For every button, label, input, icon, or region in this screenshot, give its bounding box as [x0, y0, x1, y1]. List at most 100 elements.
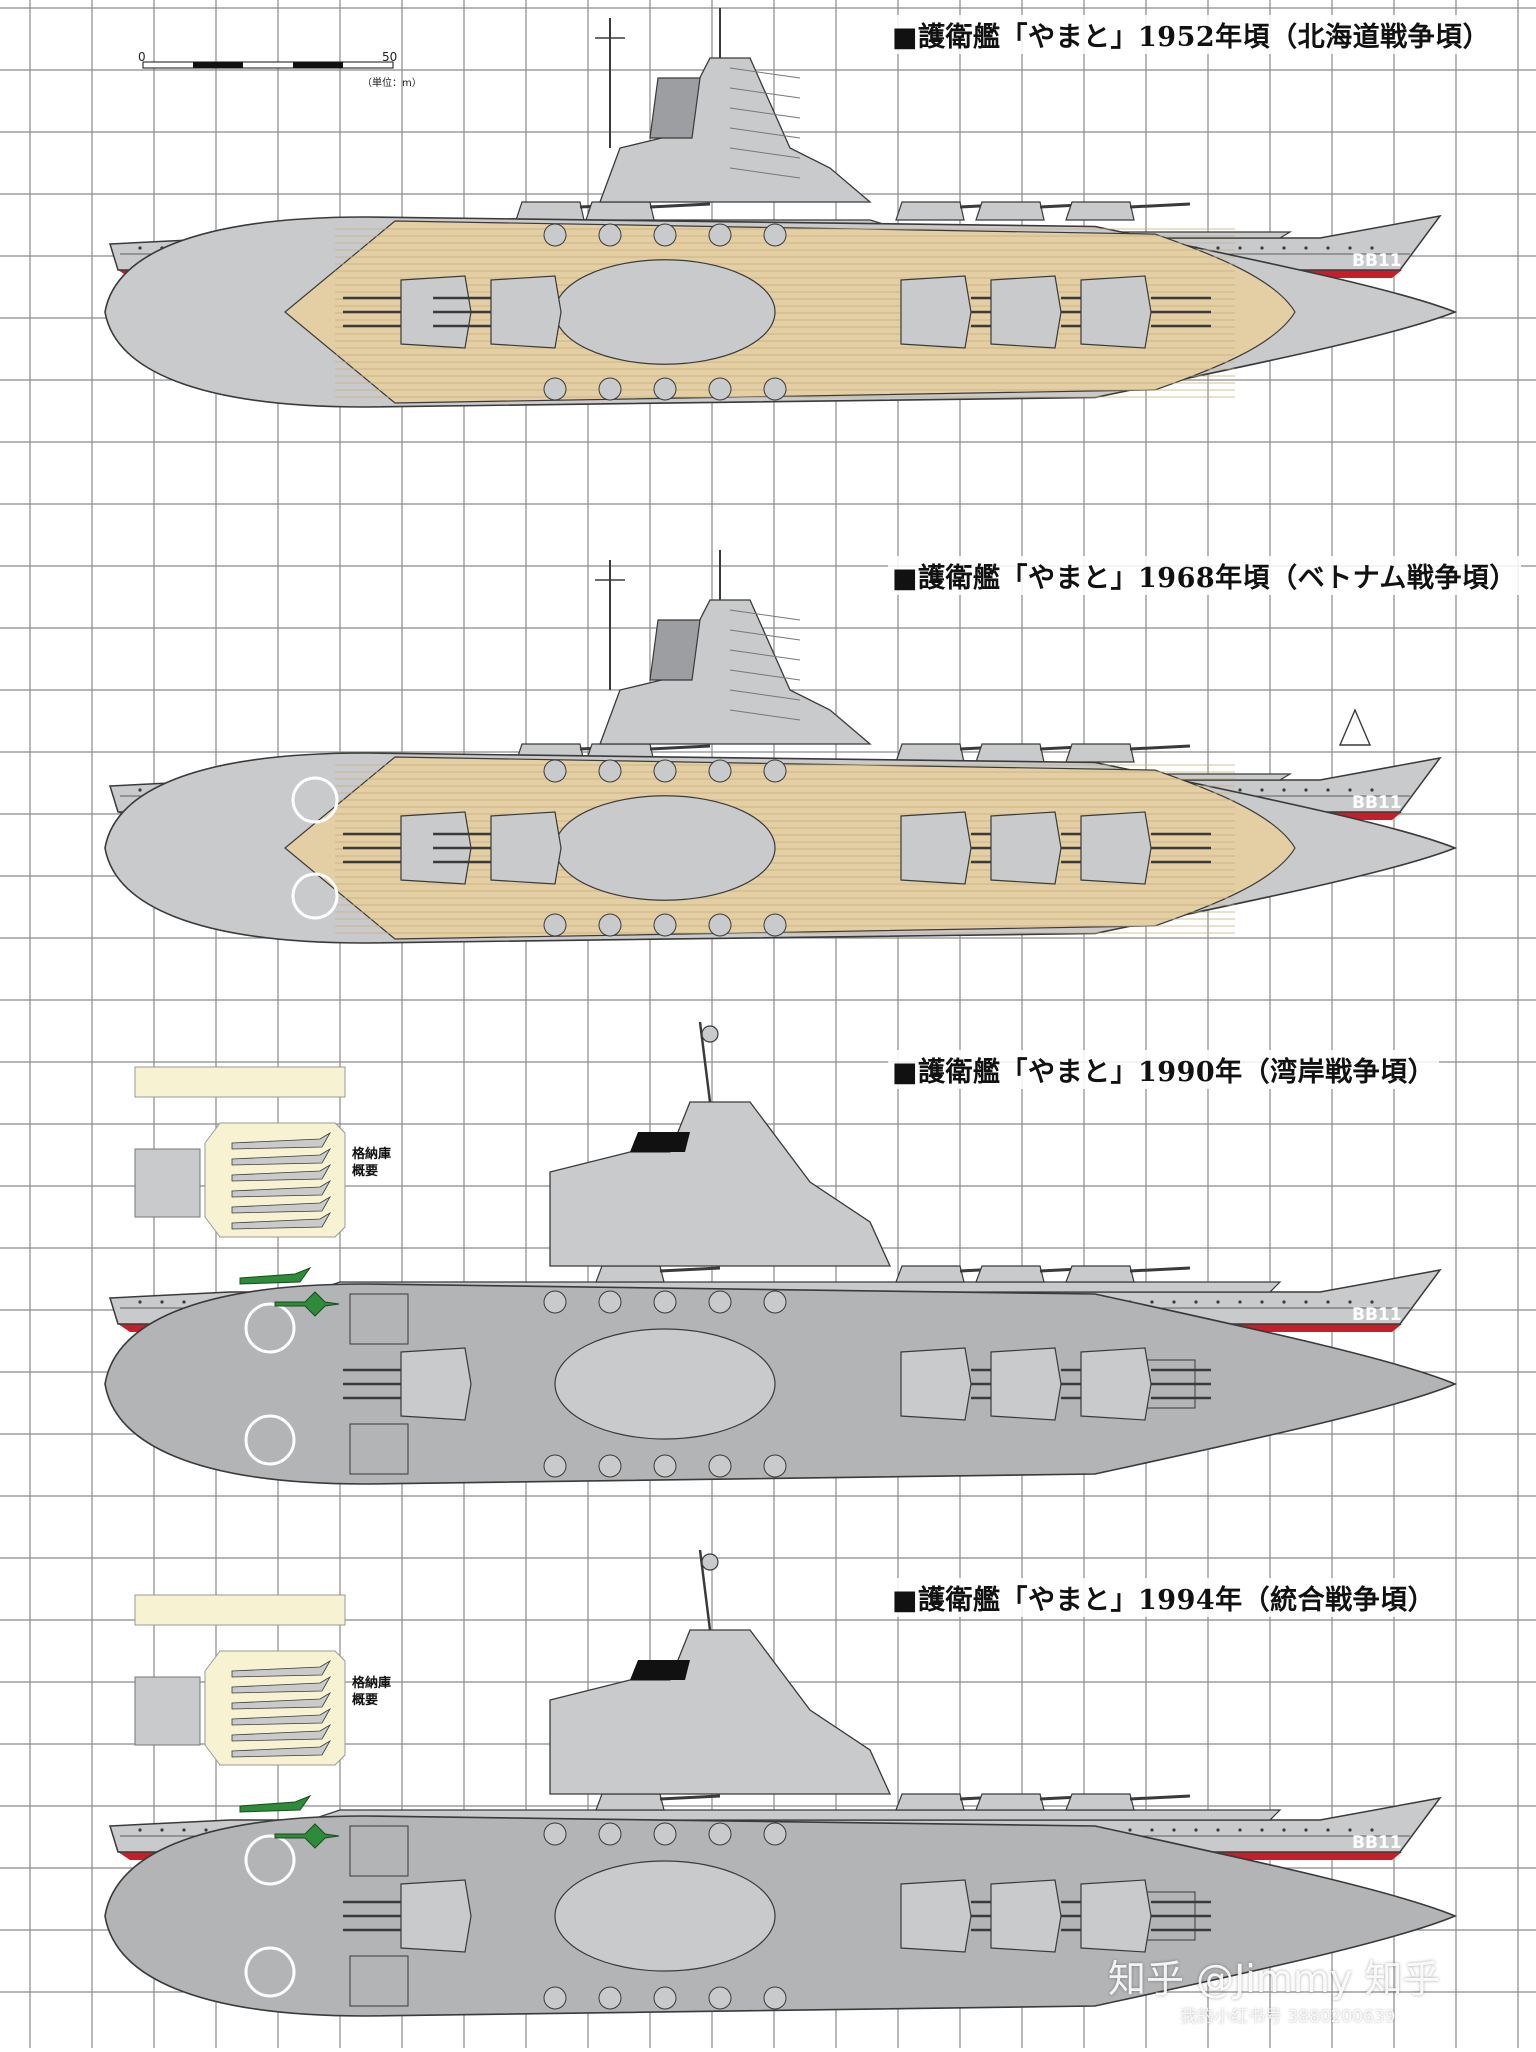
porthole [1282, 1828, 1286, 1832]
main-turret [1080, 811, 1152, 885]
antenna-frame [1338, 708, 1372, 746]
aircraft-top [274, 1823, 340, 1849]
porthole [1260, 246, 1264, 250]
turret-5 [1065, 201, 1135, 221]
secondary-mount [653, 759, 677, 783]
plan-view-1952 [104, 216, 1458, 408]
tower-detail [729, 629, 801, 641]
turret-1 [515, 201, 585, 221]
turret-4 [975, 1793, 1045, 1811]
porthole [1304, 246, 1308, 250]
stowed-aircraft [231, 1739, 332, 1758]
superstructure-top [554, 1328, 776, 1440]
radar-dome [701, 1025, 719, 1043]
porthole [1370, 788, 1374, 792]
stowed-aircraft [231, 1211, 332, 1230]
porthole [1348, 1828, 1352, 1832]
porthole [1172, 1828, 1176, 1832]
stowed-aircraft [231, 1659, 332, 1678]
porthole [1348, 246, 1352, 250]
secondary-mount [598, 1454, 622, 1478]
scale-unit: （単位：m） [362, 78, 422, 89]
hangar-lift [134, 1676, 201, 1746]
stowed-aircraft [231, 1707, 332, 1726]
porthole [1216, 1828, 1220, 1832]
porthole [1282, 788, 1286, 792]
aircraft-body [274, 1291, 340, 1317]
porthole [1172, 1300, 1176, 1304]
aircraft-body [239, 1794, 312, 1813]
gun-barrel [659, 1794, 721, 1801]
porthole [1150, 1300, 1154, 1304]
hangar-label-line2: 概要 [352, 1693, 379, 1708]
secondary-mount [598, 377, 622, 401]
secondary-mount [708, 223, 732, 247]
secondary-mount [708, 1290, 732, 1314]
stowed-aircraft [231, 1147, 332, 1166]
pagoda-tower [599, 57, 872, 203]
main-turret [990, 1879, 1062, 1953]
aircraft-top [274, 1291, 340, 1317]
turret-4 [975, 1265, 1045, 1283]
vls-cell [349, 1423, 409, 1475]
vls-cell [349, 1955, 409, 2007]
section-title-1952: ■護衛艦「やまと」1952年頃（北海道戦争頃） [888, 15, 1495, 54]
plan-view-1994 [104, 1815, 1458, 2017]
secondary-mount [543, 1986, 567, 2010]
hangar-lift [134, 1148, 201, 1218]
helipad-marking [291, 872, 339, 920]
turret-1 [595, 1793, 665, 1811]
plan-view-1990 [104, 1283, 1458, 1485]
gun-barrel [1129, 1266, 1191, 1273]
aircraft-side [239, 1794, 312, 1813]
secondary-mount [598, 1986, 622, 2010]
porthole [1128, 1828, 1132, 1832]
stowed-aircraft [231, 1195, 332, 1214]
helipad-marking [244, 1946, 296, 1998]
gun-barrel [1129, 744, 1191, 751]
secondary-mount [708, 1822, 732, 1846]
helipad-marking [244, 1302, 296, 1354]
porthole [1238, 246, 1242, 250]
porthole [1304, 1300, 1308, 1304]
hangar-label-line1: 格納庫 [352, 1676, 392, 1691]
funnel [649, 77, 701, 139]
secondary-mount [598, 1822, 622, 1846]
porthole [182, 1828, 186, 1832]
turret-3 [895, 1265, 965, 1283]
hangar-header [134, 1594, 346, 1626]
tower-detail [729, 127, 801, 139]
helipad-marking [244, 1414, 296, 1466]
helipad-marking [244, 1834, 296, 1886]
superstructure-top [554, 259, 776, 365]
secondary-mount [763, 1986, 787, 2010]
main-turret [900, 811, 972, 885]
main-turret [990, 811, 1062, 885]
turret-1 [595, 1265, 665, 1283]
secondary-mount [598, 223, 622, 247]
main-turret [490, 275, 562, 349]
vls-cell [349, 1293, 409, 1345]
main-turret [990, 275, 1062, 349]
porthole [1238, 1828, 1242, 1832]
porthole [182, 1300, 186, 1304]
porthole [1282, 1300, 1286, 1304]
porthole [1348, 1300, 1352, 1304]
tower-detail [729, 147, 801, 159]
turret-3 [895, 1793, 965, 1811]
porthole [1282, 246, 1286, 250]
secondary-mount [708, 1454, 732, 1478]
hangar-label-line1: 格納庫 [352, 1147, 392, 1162]
secondary-mount [653, 1986, 677, 2010]
secondary-mount [653, 377, 677, 401]
porthole [1216, 1300, 1220, 1304]
main-turret [400, 1879, 472, 1953]
radar-dome [701, 1553, 719, 1571]
plan-view-1968 [104, 752, 1458, 944]
wood-deck [284, 756, 1296, 940]
funnel [649, 619, 701, 681]
porthole [1150, 1828, 1154, 1832]
secondary-mount [763, 1822, 787, 1846]
secondary-mount [543, 377, 567, 401]
